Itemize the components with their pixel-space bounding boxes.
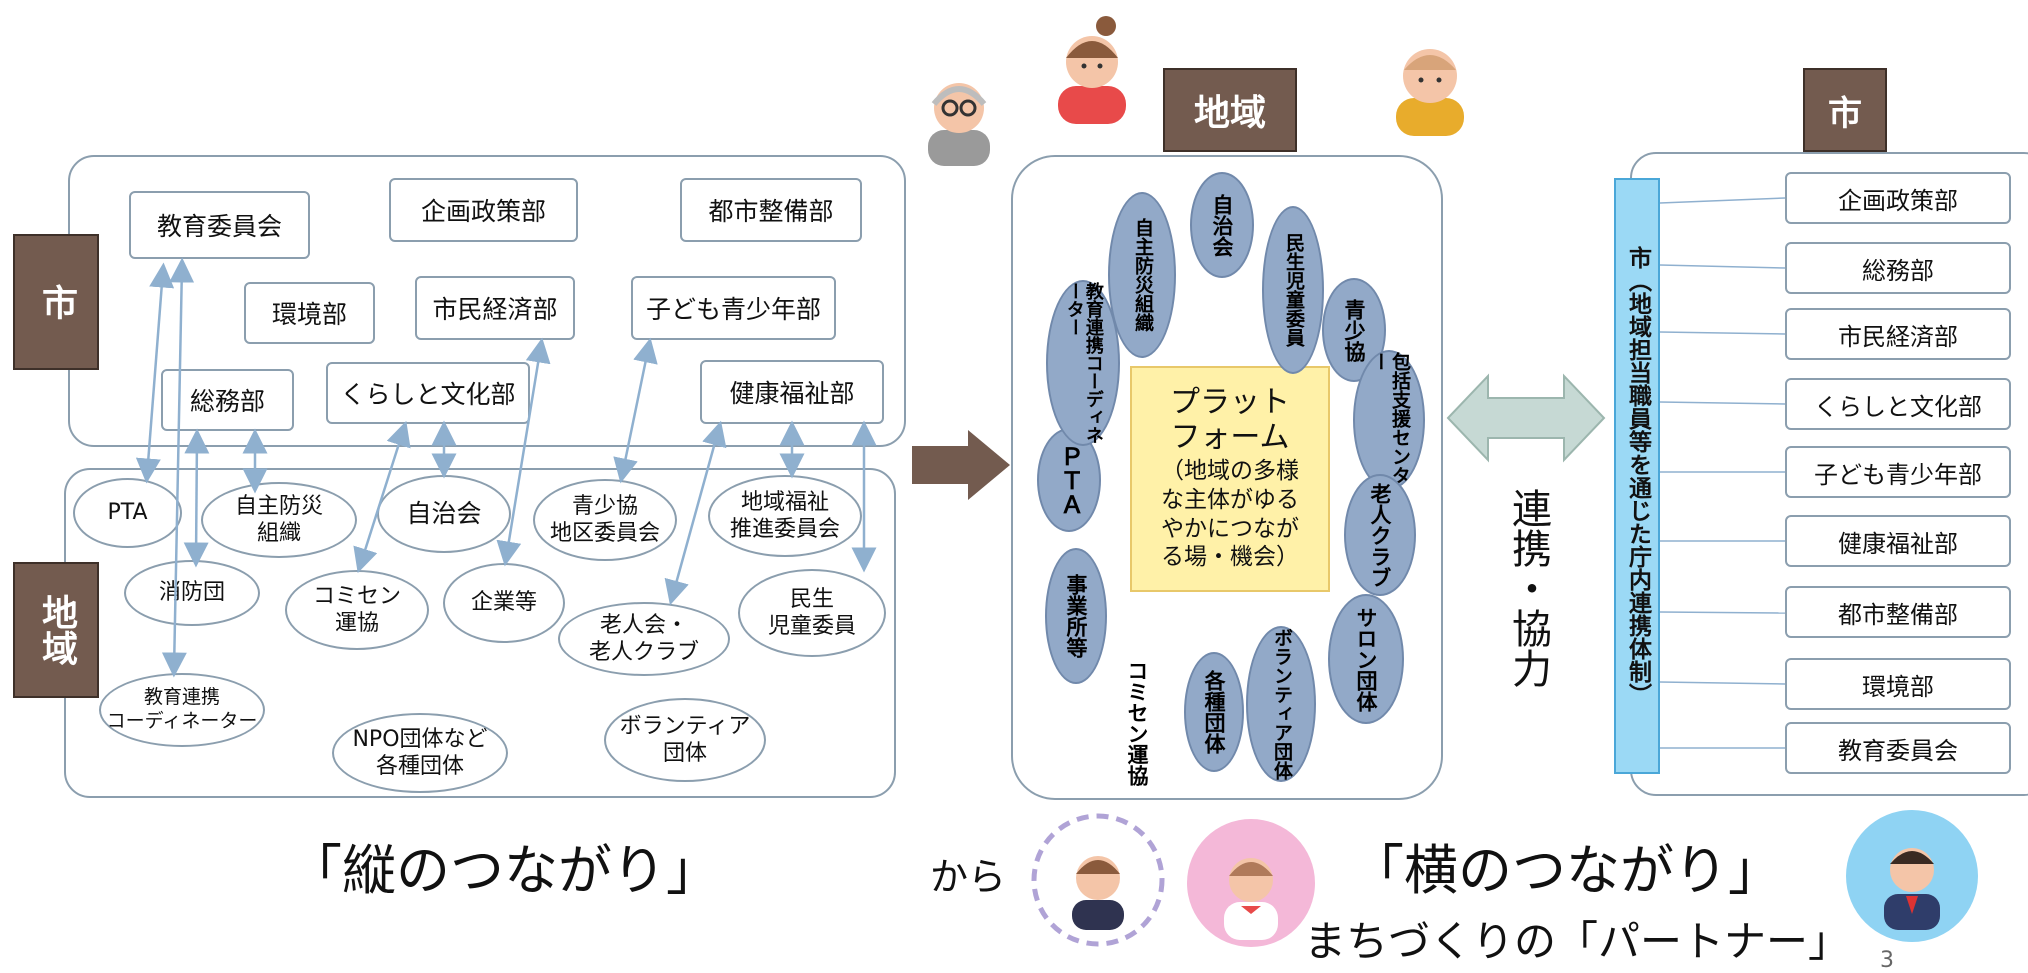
group-jishubosai: 自主防災 組織	[201, 482, 357, 558]
link-kodomo-seishokyo	[613, 337, 658, 484]
city-label-left: 市	[13, 234, 99, 370]
dept-toshi: 都市整備部	[680, 178, 862, 242]
group-npo: NPO団体など 各種団体	[332, 713, 508, 793]
staff-icon	[1846, 810, 1978, 942]
dept-kikaku: 企画政策部	[389, 178, 578, 242]
node-jichikai: 自治会	[1190, 172, 1254, 278]
cooperation-label: 連携・協力	[1505, 488, 1551, 688]
man-icon	[1396, 49, 1464, 136]
dept-kodomo: 子ども青少年部	[631, 276, 836, 340]
group-komisen: コミセン 運協	[285, 570, 429, 650]
node-pta: ＰＴＡ	[1037, 428, 1101, 532]
page-number: 3	[1880, 948, 1894, 973]
right-dept-9: 教育委員会	[1785, 722, 2011, 774]
cooperation-arrow	[1446, 373, 1606, 463]
right-dept-2: 総務部	[1785, 242, 2011, 294]
link-kenko-rojinkai	[664, 420, 727, 606]
platform-title: プラット フォーム	[1170, 385, 1290, 455]
node-rojin: 老人クラブ	[1344, 474, 1416, 596]
group-seishokyo: 青少協 地区委員会	[533, 479, 677, 561]
woman-icon	[1058, 16, 1126, 124]
region-label-left: 地域	[13, 562, 99, 698]
group-minsei: 民生 児童委員	[738, 569, 886, 657]
partner-woman-icon	[1187, 819, 1315, 947]
transition-arrow	[912, 430, 1010, 500]
dept-kankyo: 環境部	[244, 282, 375, 344]
partner-text: まちづくりの「パートナー」	[1304, 917, 1851, 966]
right-dept-8: 環境部	[1785, 658, 2011, 710]
node-minsei: 民生児童委員	[1262, 206, 1324, 374]
kara-text: から	[930, 855, 1007, 899]
dept-kurashi: くらしと文化部	[326, 362, 530, 424]
dept-kenko: 健康福祉部	[700, 360, 884, 424]
node-hokatsu: 包括支援センター	[1353, 350, 1425, 490]
node-kakushu: 各種団体	[1184, 652, 1244, 772]
right-dept-5: 子ども青少年部	[1785, 446, 2011, 498]
elder-man-icon	[928, 83, 990, 166]
node-salon: サロン団体	[1328, 594, 1404, 724]
link-kurashi-komisen	[353, 420, 411, 574]
link-kyoiku-kyoikurenkei	[161, 257, 195, 678]
node-jishubosai: 自主防災組織	[1108, 192, 1176, 358]
group-chiikifukushi: 地域福祉 推進委員会	[708, 475, 862, 557]
node-komisen: コミセン運協	[1125, 660, 1150, 786]
vertical-caption: 「縦のつながり」	[288, 839, 720, 902]
liaison-text: 市（地域担当職員等を通じた庁内連携体制）	[1624, 246, 1651, 706]
region-label-middle: 地域	[1163, 68, 1297, 152]
platform-desc: （地域の多様 な主体がゆる やかにつなが る場・機会）	[1161, 458, 1299, 571]
dept-kyoiku: 教育委員会	[129, 191, 310, 259]
group-kyoikurenkei: 教育連携 コーディネーター	[99, 673, 265, 747]
group-kigyo: 企業等	[443, 563, 565, 643]
right-dept-4: くらしと文化部	[1785, 378, 2011, 430]
node-jigyosho: 事業所等	[1045, 548, 1107, 684]
right-dept-1: 企画政策部	[1785, 172, 2011, 224]
node-volunteer: ボランティア団体	[1246, 626, 1316, 782]
node-kyoikurenkei: 教育連携コーディネーター	[1046, 280, 1120, 446]
right-dept-7: 都市整備部	[1785, 586, 2011, 638]
right-dept-6: 健康福祉部	[1785, 515, 2011, 567]
city-label-right: 市	[1803, 68, 1887, 152]
group-volunteer: ボランティア 団体	[604, 698, 766, 782]
platform-box: プラット フォーム （地域の多様 な主体がゆる やかにつなが る場・機会）	[1130, 366, 1330, 592]
liaison-bar: 市（地域担当職員等を通じた庁内連携体制）	[1614, 178, 1660, 774]
horizontal-caption: 「横のつながり」	[1350, 839, 1782, 902]
child-icon	[1031, 813, 1165, 947]
dept-shimin: 市民経済部	[415, 276, 575, 340]
link-kyoiku-pta	[135, 262, 175, 484]
link-shimin-kigyo	[496, 337, 551, 567]
link-somu-shobodan	[183, 428, 210, 568]
right-dept-3: 市民経済部	[1785, 308, 2011, 360]
group-rojinkai: 老人会・ 老人クラブ	[558, 602, 730, 676]
